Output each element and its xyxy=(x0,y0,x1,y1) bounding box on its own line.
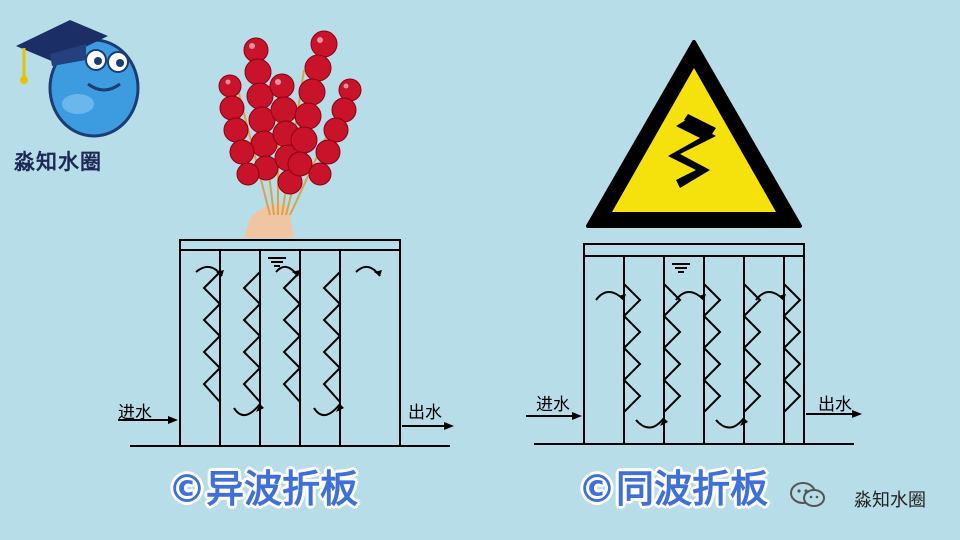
watermark-text: 淼知水圈 xyxy=(854,490,926,511)
right-inlet-label: 进水 xyxy=(536,395,570,415)
candied-hawthorn-image xyxy=(218,30,362,238)
wechat-icon xyxy=(790,482,825,507)
zigzag-symbol xyxy=(668,120,716,188)
right-baffle-diagram xyxy=(526,243,862,445)
logo-text: 淼知水圈 xyxy=(14,150,102,174)
left-baffle-diagram xyxy=(118,239,454,447)
left-outlet-label: 出水 xyxy=(408,403,442,423)
left-diagram-caption: ©异波折板 xyxy=(168,467,359,511)
right-diagram-caption: ©同波折板 xyxy=(578,467,769,511)
left-inlet-label: 进水 xyxy=(118,403,152,423)
graduation-cap-icon xyxy=(16,20,108,62)
mascot-logo xyxy=(16,20,140,138)
right-outlet-label: 出水 xyxy=(818,395,852,415)
warning-sign-icon xyxy=(586,40,802,228)
